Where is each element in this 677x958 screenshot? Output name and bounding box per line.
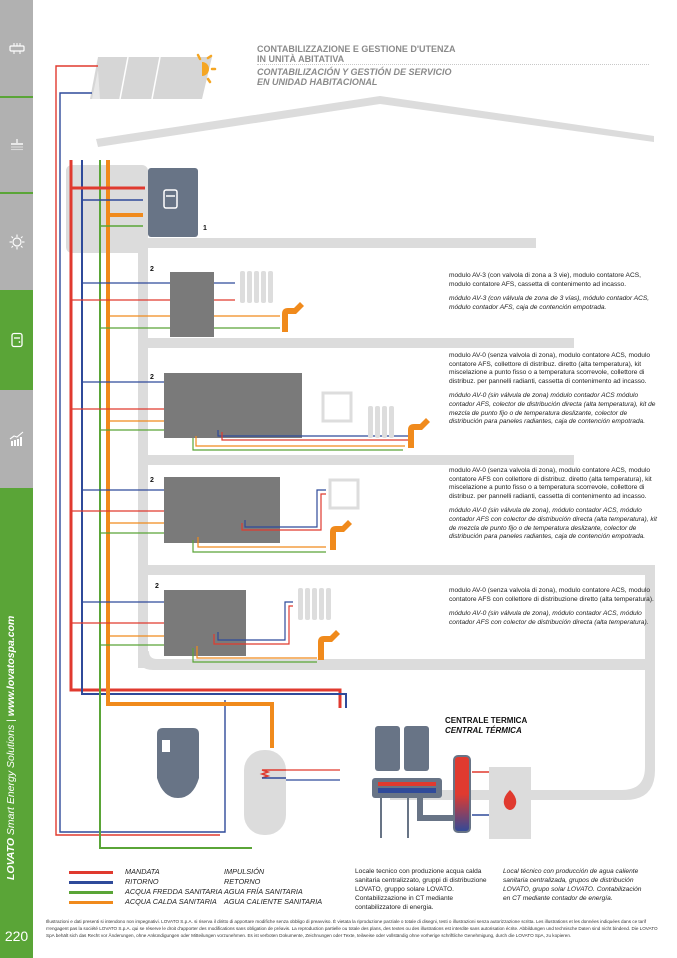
notes-es: Local técnico con producción de agua cal… — [503, 868, 642, 902]
title-es-line2: EN UNIDAD HABITACIONAL — [257, 77, 378, 87]
legend-label-es: AGUA FRÍA SANITARIA — [224, 887, 303, 896]
sidebar: LOVATO Smart Energy Solutions | www.lova… — [0, 0, 33, 958]
riser-pipes — [55, 65, 347, 849]
legend-swatch — [69, 900, 113, 904]
module-description: modulo AV-0 (senza valvola di zona), mod… — [449, 587, 661, 633]
meter-unit — [148, 168, 198, 237]
description-es: módulo AV-0 (sin válvula de zona) módulo… — [449, 392, 656, 426]
legend-item: MANDATA — [69, 867, 222, 877]
label-2: 2 — [155, 583, 159, 590]
floor-module-3 — [71, 477, 360, 553]
shower-head-icon — [10, 139, 23, 151]
legend-label: ACQUA CALDA SANITARIA — [125, 897, 217, 906]
legend: MANDATA RITORNO ACQUA FREDDA SANITARIA A… — [69, 867, 222, 907]
legend-swatch — [69, 890, 113, 894]
title-es-line1: CONTABILIZACIÓN Y GESTIÓN DE SERVICIO — [257, 67, 452, 77]
legend-label: MANDATA — [125, 867, 160, 876]
boiler — [472, 767, 531, 839]
tab-solar[interactable] — [0, 194, 33, 290]
storage-tank — [244, 750, 340, 835]
legend-label-es: IMPULSIÓN — [224, 867, 265, 876]
label-2: 2 — [150, 477, 154, 484]
description-it: modulo AV-0 (senza valvola di zona), mod… — [449, 467, 652, 500]
module-description: modulo AV-0 (senza valvola di zona), mod… — [449, 467, 661, 548]
description-es: módulo AV-3 (con válvula de zona de 3 ví… — [449, 295, 650, 311]
legend-label-es: RETORNO — [224, 877, 261, 886]
description-it: modulo AV-3 (con valvola di zona a 3 vie… — [449, 272, 641, 288]
tab-metering[interactable] — [0, 292, 33, 388]
central-label-it: CENTRALE TERMICA — [445, 716, 528, 725]
title-it-line2: IN UNITÀ ABITATIVA — [257, 54, 345, 64]
chart-trend-icon — [9, 431, 23, 446]
label-2: 2 — [150, 266, 154, 273]
description-it: modulo AV-0 (senza valvola di zona), mod… — [449, 587, 654, 603]
boiler-module-icon — [8, 43, 25, 54]
notes-it: Locale tecnico con produzione acqua cald… — [355, 868, 487, 911]
legend-item: ACQUA FREDDA SANITARIA — [69, 887, 222, 897]
legend-label: RITORNO — [125, 877, 159, 886]
legend-swatch — [69, 880, 113, 884]
heat-generators — [372, 726, 471, 838]
legend-label-es: AGUA CALIENTE SANITARIA — [224, 897, 323, 906]
legend-es: IMPULSIÓN RETORNO AGUA FRÍA SANITARIA AG… — [224, 867, 322, 907]
expansion-vessel — [157, 728, 199, 798]
sun-icon — [196, 53, 217, 84]
floor-module-4 — [71, 588, 340, 663]
tab-energy[interactable] — [0, 390, 33, 488]
description-es: módulo AV-0 (sin válvula de zona), módul… — [449, 507, 657, 541]
tab-boiler[interactable] — [0, 0, 33, 96]
module-description: modulo AV-3 (con valvola di zona a 3 vie… — [449, 272, 661, 318]
legend-item: RITORNO — [69, 877, 222, 887]
solar-panel — [90, 56, 212, 100]
description-es: módulo AV-0 (sin válvula de zona), módul… — [449, 610, 649, 626]
header-divider — [257, 64, 649, 65]
floor-module-2 — [71, 373, 430, 451]
central-label: CENTRALE TERMICA CENTRAL TÉRMICA — [445, 716, 527, 736]
floor-module-1 — [71, 271, 304, 337]
central-label-es: CENTRAL TÉRMICA — [445, 726, 522, 735]
title-it-line1: CONTABILIZZAZIONE E GESTIONE D'UTENZA — [257, 44, 456, 54]
disclaimer: Illustrazioni e dati presenti si intendo… — [46, 919, 658, 938]
description-it: modulo AV-0 (senza valvola di zona), mod… — [449, 352, 651, 385]
sun-icon — [9, 234, 24, 250]
label-2: 2 — [150, 374, 154, 381]
page-title: CONTABILIZZAZIONE E GESTIONE D'UTENZA IN… — [257, 44, 455, 87]
meter-unit-icon — [10, 332, 23, 348]
legend-swatch — [69, 870, 113, 874]
legend-label: ACQUA FREDDA SANITARIA — [125, 887, 223, 896]
tab-shower[interactable] — [0, 98, 33, 192]
label-1: 1 — [203, 225, 207, 232]
module-description: modulo AV-0 (senza valvola di zona), mod… — [449, 352, 661, 433]
page-number: 220 — [4, 928, 29, 944]
legend-item: ACQUA CALDA SANITARIA — [69, 897, 222, 907]
